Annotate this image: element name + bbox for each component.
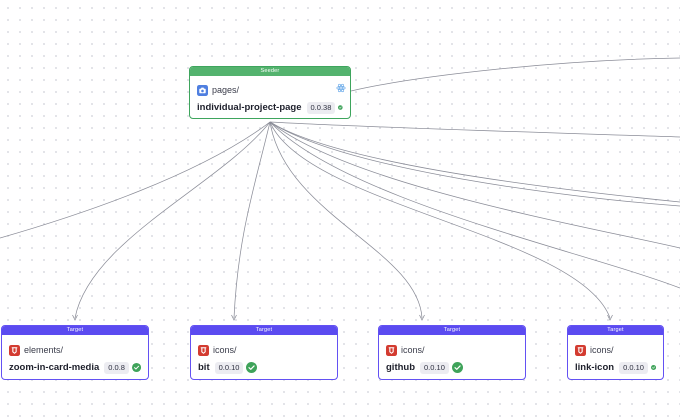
- arrowhead-zoom-in-card-media: [72, 314, 78, 321]
- target-version-badge: 0.0.10: [619, 361, 648, 374]
- edge-offscreen-right-2: [269, 121, 680, 203]
- seeder-scope: pages/: [212, 85, 240, 95]
- target-scope: icons/: [213, 345, 237, 355]
- edge-to-offscreen-left: [0, 121, 271, 239]
- edge-offscreen-right-4: [269, 121, 680, 249]
- seeder-component-name[interactable]: individual-project-page: [197, 102, 302, 113]
- target-scope: elements/: [24, 345, 64, 355]
- target-version-badge: 0.0.10: [420, 361, 449, 374]
- target-node-github[interactable]: Target icons/ github 0.0.10: [378, 325, 526, 380]
- check-circle-icon: [650, 364, 656, 371]
- react-env-icon: [197, 84, 208, 96]
- target-scope: icons/: [401, 345, 425, 355]
- target-node-link-icon[interactable]: Target icons/ link-icon 0.0.10: [567, 325, 664, 380]
- check-circle-icon: [451, 362, 463, 373]
- seeder-node[interactable]: Seeder pages/ individu: [189, 66, 351, 119]
- target-component-name[interactable]: bit: [198, 362, 210, 373]
- env-icon: [9, 344, 20, 356]
- edge-offscreen-right-1: [269, 121, 680, 138]
- edge-offscreen-right-5: [269, 121, 680, 289]
- target-header: Target: [191, 326, 337, 335]
- arrowhead-github: [419, 314, 425, 321]
- target-component-name[interactable]: zoom-in-card-media: [9, 362, 100, 373]
- arrowhead-link-icon: [607, 314, 613, 321]
- env-icon: [198, 344, 209, 356]
- target-scope: icons/: [590, 345, 614, 355]
- seeder-header: Seeder: [190, 67, 350, 76]
- target-component-name[interactable]: github: [386, 362, 416, 373]
- target-header: Target: [568, 326, 663, 335]
- edge-offscreen-right-3: [269, 121, 680, 207]
- edge-to-bit: [233, 121, 271, 319]
- edge-to-zoom-in-card-media: [74, 121, 271, 319]
- react-atom-icon: [336, 83, 346, 93]
- check-circle-icon: [131, 362, 141, 373]
- arrowhead-bit: [231, 314, 237, 321]
- target-header: Target: [2, 326, 148, 335]
- edge-to-link-icon: [269, 121, 611, 319]
- env-icon: [386, 344, 397, 356]
- check-circle-icon: [246, 362, 258, 373]
- target-node-bit[interactable]: Target icons/ bit 0.0.10: [190, 325, 338, 380]
- target-header: Target: [379, 326, 525, 335]
- edge-to-github: [269, 121, 423, 319]
- target-node-zoom-in-card-media[interactable]: Target elements/ zoom-in-card-media 0.0.…: [1, 325, 149, 380]
- edge-seeder-offscreen-top: [350, 57, 680, 92]
- check-circle-icon: [338, 105, 343, 110]
- target-component-name[interactable]: link-icon: [575, 362, 615, 373]
- seeder-version-badge: 0.0.38: [306, 101, 336, 114]
- env-icon: [575, 344, 586, 356]
- target-version-badge: 0.0.8: [104, 361, 129, 374]
- target-version-badge: 0.0.10: [214, 361, 244, 374]
